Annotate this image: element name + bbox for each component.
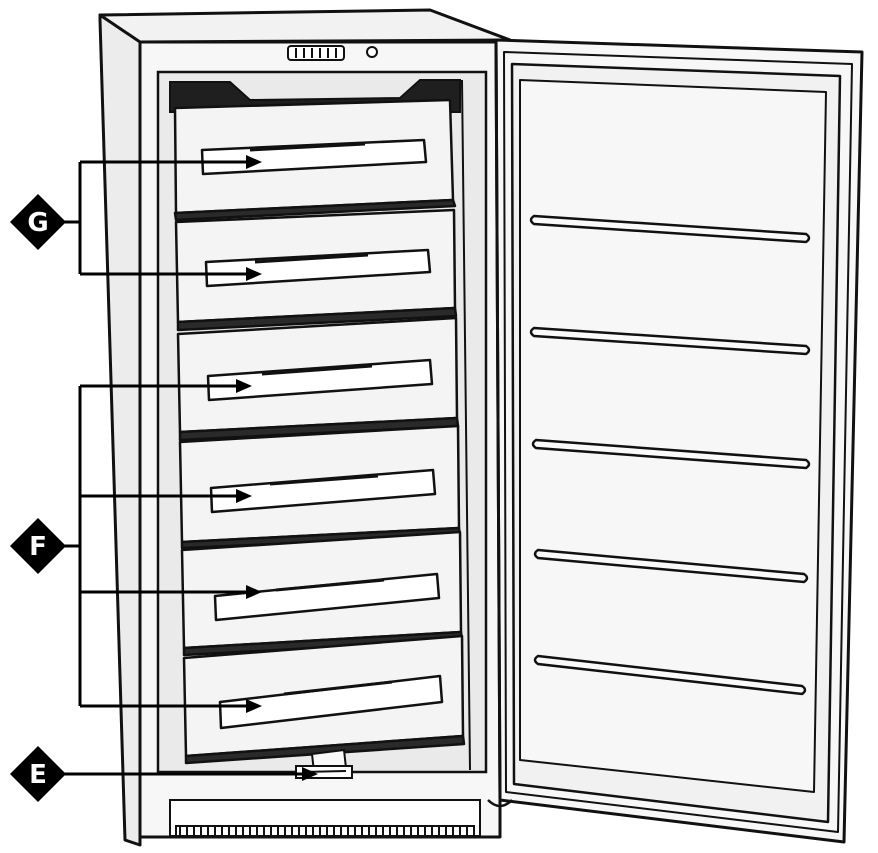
door <box>494 38 864 844</box>
door-rail-4 <box>533 548 809 584</box>
callout-E: E <box>10 746 66 802</box>
door-rail-2 <box>529 326 811 356</box>
callout-F: F <box>10 518 66 574</box>
indicator-light <box>366 46 378 58</box>
callout-label-G: G <box>27 208 48 238</box>
door-rail-3 <box>531 438 811 470</box>
drawer-5 <box>180 530 464 657</box>
callout-lines <box>60 160 306 776</box>
callout-label-E: E <box>29 760 47 790</box>
callout-marker-G <box>10 194 66 250</box>
drawer-1 <box>173 98 457 222</box>
cabinet-side-panel <box>98 13 142 847</box>
drawer-6 <box>182 634 466 765</box>
control-knob <box>287 45 345 61</box>
base-grille <box>169 799 481 837</box>
door-rail-1 <box>529 214 811 244</box>
callout-G: G <box>10 194 66 250</box>
callout-arrowheads <box>236 155 318 781</box>
grille-slots <box>179 827 468 835</box>
door-hinge <box>487 799 513 808</box>
door-inner-panel <box>519 79 827 793</box>
drawer-4 <box>178 424 462 550</box>
callout-marker-E <box>10 746 66 802</box>
cabinet-top-panel <box>98 8 512 44</box>
callout-label-F: F <box>29 532 47 562</box>
callout-marker-F <box>10 518 66 574</box>
drawer-2 <box>174 208 458 332</box>
door-rail-5 <box>533 654 807 696</box>
control-panel <box>287 45 378 61</box>
drawer-3-handle <box>206 358 434 402</box>
drawer-3 <box>176 316 460 442</box>
door-rails <box>529 214 811 696</box>
drawer-2-handle <box>204 248 432 288</box>
door-gasket <box>503 51 853 833</box>
